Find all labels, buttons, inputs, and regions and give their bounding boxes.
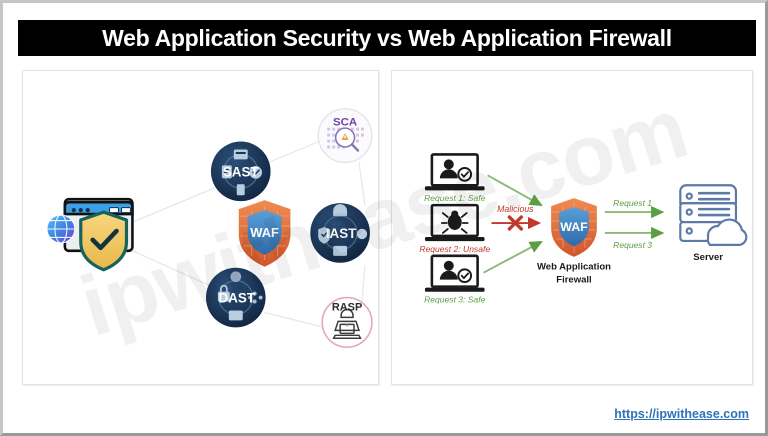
- web-application-node: [46, 197, 134, 272]
- node-waf-shield[interactable]: WAF: [238, 200, 291, 267]
- waf-label-line1: Web Application: [537, 262, 611, 273]
- malicious-label: Malicious: [497, 204, 534, 214]
- user-laptop-icon: [424, 153, 485, 191]
- node-sast[interactable]: SAST: [210, 141, 271, 202]
- waf-firewall-node[interactable]: WAF Web Application Firewall: [537, 198, 611, 286]
- client-2-label: Request 2: Unsafe: [419, 244, 490, 254]
- forwarded-request-3-label: Request 3: [613, 240, 652, 250]
- node-sca-label: SCA: [333, 117, 357, 129]
- page-title: Web Application Security vs Web Applicat…: [102, 24, 672, 51]
- red-x-icon: [507, 215, 524, 231]
- waf-badge-label: WAF: [560, 220, 588, 234]
- arrow-client1-to-waf: [487, 174, 543, 207]
- server-label: Server: [693, 252, 723, 263]
- client-1: Request 1: Safe: [424, 153, 486, 203]
- forwarded-request-1-label: Request 1: [613, 198, 652, 208]
- forwarded-request-1: Request 1: [604, 198, 665, 219]
- page-title-bar: Web Application Security vs Web Applicat…: [18, 20, 756, 56]
- waf-flow-diagram: Request 1: Safe R: [419, 153, 748, 305]
- node-sca[interactable]: SCA: [317, 108, 373, 164]
- globe-icon: [46, 214, 76, 244]
- node-iast-label: IAST: [326, 226, 357, 241]
- shield-check-icon: [79, 210, 129, 272]
- client-3-label: Request 3: Safe: [424, 295, 485, 305]
- node-rasp[interactable]: RASP: [321, 296, 373, 349]
- server-cloud-icon: [679, 184, 748, 246]
- was-diagram: SAST: [46, 108, 373, 349]
- client-3: Request 3: Safe: [424, 254, 486, 305]
- node-iast[interactable]: IAST: [310, 203, 370, 263]
- forwarded-request-3: Request 3: [604, 226, 665, 250]
- rasp-person-laptop-icon: [332, 308, 362, 340]
- panel-web-application-security: SAST: [22, 70, 379, 385]
- panel-web-application-firewall: Request 1: Safe R: [391, 70, 753, 385]
- waf-label-line2: Firewall: [556, 275, 591, 286]
- node-dast[interactable]: DAST: [205, 267, 266, 328]
- node-rasp-label: RASP: [332, 301, 362, 313]
- server-node[interactable]: Server: [679, 184, 748, 263]
- user-laptop-icon: [424, 254, 485, 292]
- node-dast-label: DAST: [219, 291, 256, 306]
- arrow-client3-to-waf: [483, 241, 543, 274]
- client-1-label: Request 1: Safe: [424, 193, 485, 203]
- client-2: Request 2: Unsafe: [419, 203, 490, 254]
- node-sast-label: SAST: [223, 164, 260, 179]
- connector-lines: [130, 139, 366, 328]
- site-url-link[interactable]: https://ipwithease.com: [614, 407, 749, 421]
- node-waf-label: WAF: [250, 225, 279, 240]
- bug-laptop-icon: [424, 203, 485, 242]
- blocked-malicious-arrow: Malicious: [491, 204, 542, 231]
